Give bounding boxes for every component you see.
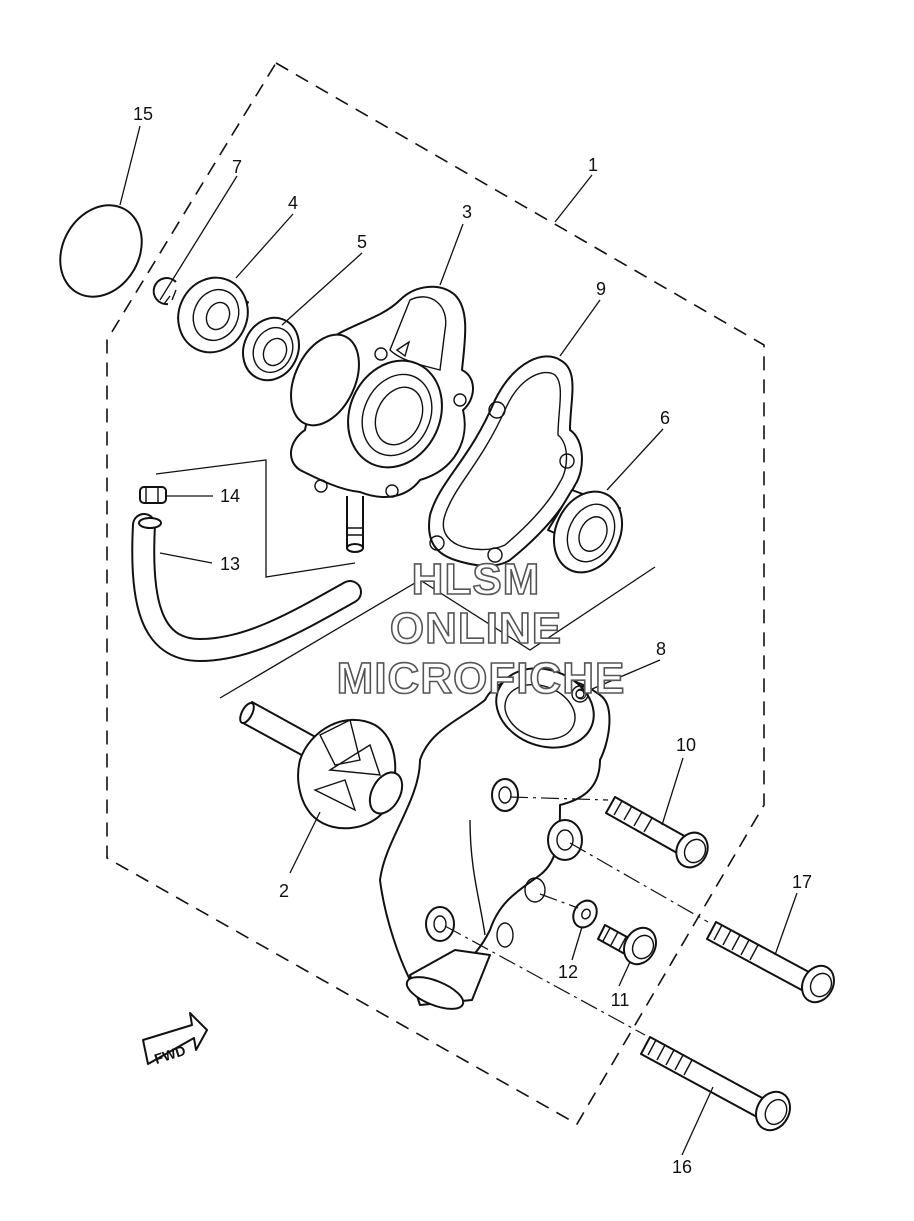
- part-6-bearing[interactable]: [541, 480, 635, 583]
- watermark-line-2: ONLINE: [390, 604, 562, 653]
- watermark-line-3: MICROFICHE: [337, 654, 626, 703]
- callout-11[interactable]: 11: [611, 990, 630, 1010]
- callout-13[interactable]: 13: [220, 554, 240, 574]
- part-4-bearing[interactable]: [166, 266, 260, 364]
- callout-16[interactable]: 16: [672, 1157, 692, 1177]
- callout-12[interactable]: 12: [558, 962, 578, 982]
- callout-15[interactable]: 15: [133, 104, 153, 124]
- callout-8[interactable]: 8: [656, 639, 666, 659]
- part-14-hose-clamp[interactable]: [139, 486, 167, 504]
- callout-leaders: [119, 125, 798, 1156]
- part-11-bolt[interactable]: [597, 922, 662, 970]
- callout-4[interactable]: 4: [288, 193, 298, 213]
- part-9-gasket[interactable]: [428, 355, 583, 567]
- callout-17[interactable]: 17: [792, 872, 812, 892]
- callout-7[interactable]: 7: [232, 157, 242, 177]
- part-1-pump-housing[interactable]: [379, 655, 611, 1015]
- callout-numbers: 1 2 3 4 5 6 7 8 9 10 11 12 13 14 15 16 1…: [133, 104, 812, 1177]
- group-brackets: [155, 459, 656, 699]
- part-2-impeller-shaft[interactable]: [237, 701, 408, 830]
- callout-2[interactable]: 2: [279, 881, 289, 901]
- part-12-washer[interactable]: [569, 896, 602, 931]
- callout-14[interactable]: 14: [220, 486, 240, 506]
- assembly-boundary: [106, 61, 765, 1126]
- fwd-direction-arrow: FWD: [142, 1012, 208, 1067]
- alignment-lines: [444, 796, 709, 1036]
- part-5-oil-seal[interactable]: [233, 309, 309, 390]
- part-10-bolt[interactable]: [605, 796, 714, 873]
- watermark-line-1: HLSM: [412, 555, 541, 604]
- callout-10[interactable]: 10: [676, 735, 696, 755]
- part-17-long-bolt[interactable]: [706, 921, 840, 1008]
- callout-5[interactable]: 5: [357, 232, 367, 252]
- part-15-o-ring[interactable]: [44, 190, 158, 311]
- callout-6[interactable]: 6: [660, 408, 670, 428]
- callout-3[interactable]: 3: [462, 202, 472, 222]
- callout-9[interactable]: 9: [596, 279, 606, 299]
- part-8-drain-bolt[interactable]: [575, 688, 587, 700]
- watermark: HLSM ONLINE MICROFICHE: [336, 554, 626, 704]
- callout-1[interactable]: 1: [588, 155, 598, 175]
- part-3-housing-cover[interactable]: [278, 285, 474, 553]
- part-16-long-bolt[interactable]: [640, 1036, 797, 1136]
- part-13-hose[interactable]: [131, 513, 362, 663]
